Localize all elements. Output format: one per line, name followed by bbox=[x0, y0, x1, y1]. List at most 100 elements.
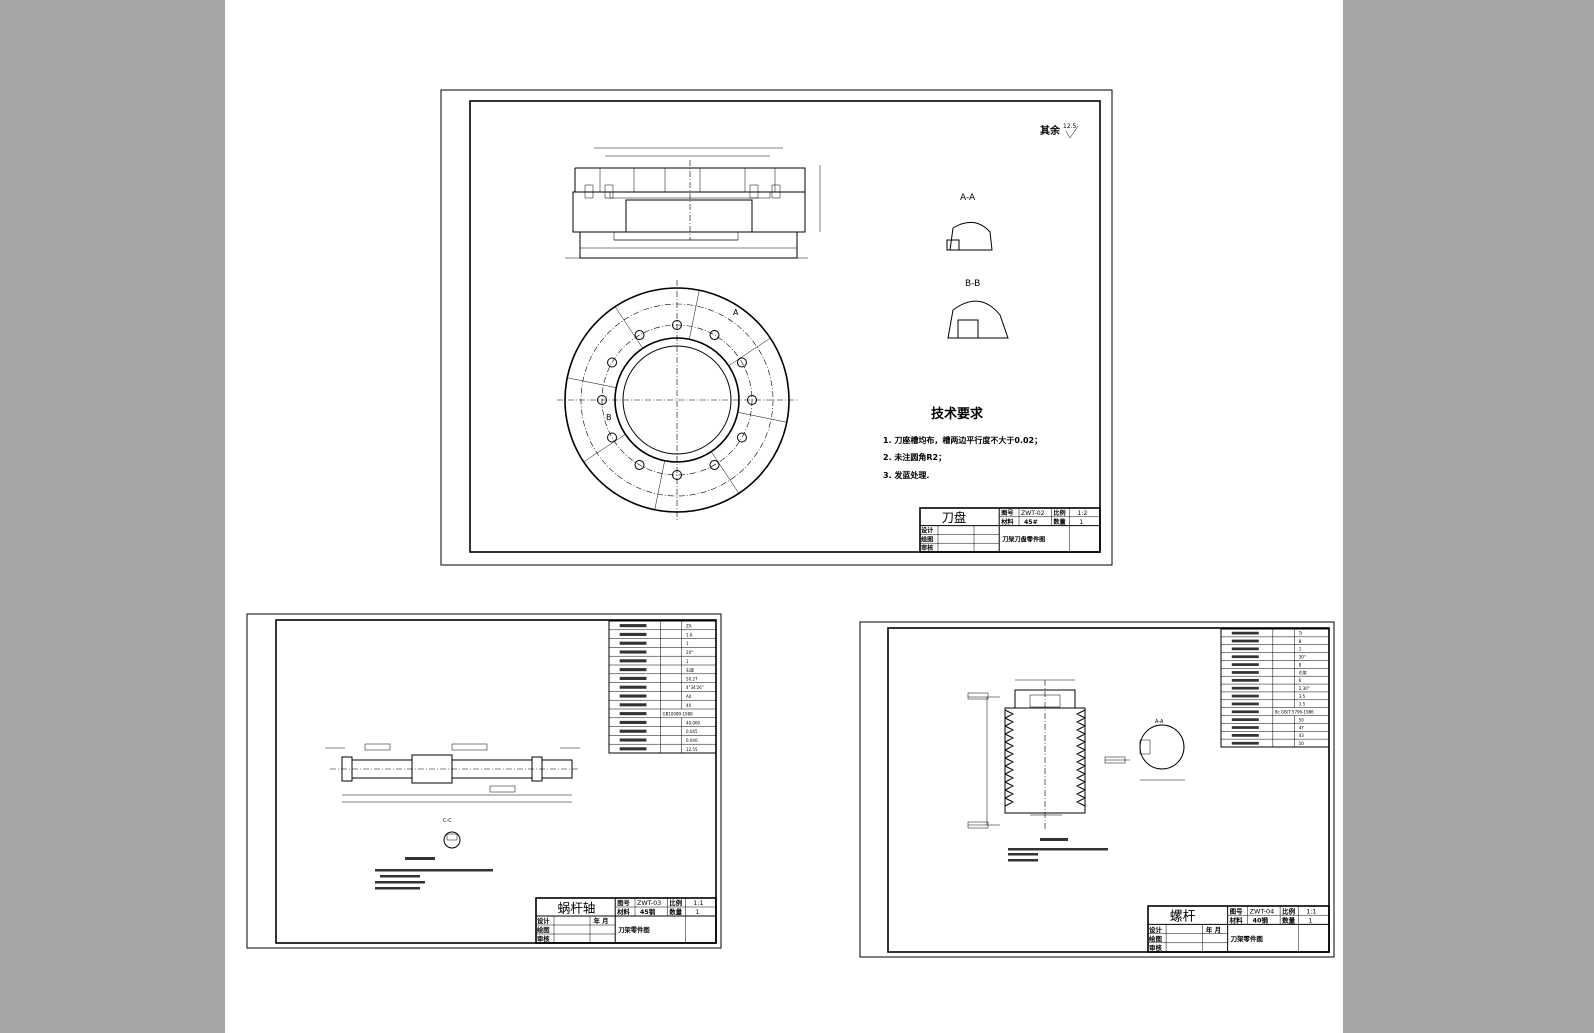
param-value: 8 bbox=[1299, 639, 1302, 644]
tech-item-3: 3. 发蓝处理. bbox=[883, 470, 929, 480]
qty-label: 数量 bbox=[669, 907, 682, 916]
drawing-title: 刀架零件图 bbox=[618, 925, 649, 934]
scale-label: 比例 bbox=[1282, 906, 1295, 915]
param-value: 50.27 bbox=[686, 676, 698, 681]
review-label: 审核 bbox=[1149, 943, 1162, 952]
param-value: ZA bbox=[686, 624, 692, 629]
section-b-shape bbox=[947, 300, 1009, 339]
section-a-shape-3 bbox=[1139, 724, 1185, 770]
section-c-label: C-C bbox=[443, 818, 452, 824]
material-label: 材料 bbox=[1229, 916, 1243, 925]
param-value: 0.045 bbox=[686, 729, 698, 734]
bolt-hole bbox=[709, 330, 720, 341]
view-label-b: B bbox=[606, 413, 612, 422]
draw-label: 绘图 bbox=[1149, 934, 1162, 943]
param-value: 1 bbox=[1299, 647, 1302, 652]
qty-label: 数量 bbox=[1282, 916, 1295, 925]
design-label: 设计 bbox=[921, 527, 934, 535]
param-value: 6 bbox=[1299, 678, 1302, 683]
drawing-no: ZWT-02 bbox=[1021, 510, 1045, 517]
param-value: 20° bbox=[686, 650, 693, 655]
material-value: 45钢 bbox=[640, 907, 655, 916]
tech-notes bbox=[1008, 838, 1108, 862]
design-label: 设计 bbox=[537, 916, 550, 925]
section-b-label: B-B bbox=[965, 279, 980, 289]
param-value: A0 bbox=[686, 694, 692, 699]
drawing-no: ZWT-04 bbox=[1250, 907, 1275, 915]
param-value: 30° bbox=[1299, 655, 1306, 660]
drawing-no-label: 图号 bbox=[617, 898, 630, 907]
bolt-hole bbox=[607, 432, 618, 443]
section-a-shape bbox=[949, 221, 993, 251]
bolt-hole bbox=[607, 357, 618, 368]
param-value: 2.30° bbox=[1299, 686, 1310, 691]
drawing-no-label: 图号 bbox=[1230, 906, 1243, 915]
material-value: 40钢 bbox=[1253, 916, 1269, 925]
param-value: 4°34'26" bbox=[686, 685, 704, 690]
bolt-hole bbox=[634, 330, 645, 341]
screw-view bbox=[967, 679, 1086, 830]
scale-label: 比例 bbox=[669, 898, 682, 907]
param-value: 8c GB/T 5796-1986 bbox=[1275, 710, 1314, 715]
bolt-hole bbox=[709, 459, 720, 470]
scale-value: 1:1 bbox=[693, 900, 703, 907]
param-value: 50 bbox=[1299, 717, 1305, 722]
scale-label: 比例 bbox=[1053, 509, 1065, 517]
tech-item-1: 1. 刀座槽均布，槽两边平行度不大于0.02； bbox=[883, 435, 1042, 446]
scale-value: 1:1 bbox=[1306, 907, 1316, 915]
design-label: 设计 bbox=[1149, 925, 1162, 934]
review-label: 审核 bbox=[921, 544, 934, 552]
drawing-title: 刀架零件图 bbox=[1231, 934, 1264, 943]
document-page bbox=[225, 0, 1343, 1033]
param-value: 47 bbox=[1299, 725, 1305, 730]
sheet-cutter-disc: 其余 12.5 AB A-A B-B 技术要求 1. 刀座槽均布，槽两边平行度不… bbox=[440, 89, 1113, 566]
view-label-a: A bbox=[733, 308, 739, 317]
drawing-title: 刀架刀盘零件图 bbox=[1002, 535, 1045, 543]
sheet-worm-shaft: ZA 1.6 1 20° 1 右旋 50.27 4°34'26" A0 40GB10089-198… bbox=[246, 613, 722, 949]
tech-notes bbox=[375, 857, 493, 890]
qty-value: 1 bbox=[1079, 519, 1083, 526]
param-value: 右旋 bbox=[686, 667, 694, 673]
tech-item-2: 2. 未注圆角R2； bbox=[883, 452, 946, 463]
param-value: 40.060 bbox=[686, 720, 700, 725]
tech-title: 技术要求 bbox=[931, 406, 984, 422]
screw-parameter-table: Tr 8 1 30° 8 右旋 6 2.30° 3.5 3.5 8c GB/T 5796-1986 5… bbox=[1220, 628, 1330, 748]
section-c-shape bbox=[443, 831, 461, 849]
roughness-icon bbox=[1065, 125, 1079, 139]
param-value: 3.5 bbox=[1299, 694, 1306, 699]
param-value: 12.55 bbox=[686, 747, 698, 752]
material-label: 材料 bbox=[1000, 518, 1014, 526]
draw-label: 绘图 bbox=[921, 535, 933, 543]
roughness-value: 12.5 bbox=[1063, 123, 1077, 130]
param-value: Tr bbox=[1298, 631, 1303, 636]
qty-value: 1 bbox=[695, 909, 699, 916]
surface-note: 其余 bbox=[1040, 124, 1061, 137]
param-value: 8 bbox=[1299, 662, 1302, 667]
param-value: 1.6 bbox=[686, 632, 693, 637]
part-name: 蜗杆轴 bbox=[558, 900, 596, 915]
qty-label: 数量 bbox=[1053, 518, 1065, 526]
param-value: GB10089-1988 bbox=[663, 712, 694, 717]
review-label: 审核 bbox=[537, 934, 550, 943]
param-value: 43 bbox=[1299, 733, 1305, 738]
scale-value: 1:2 bbox=[1077, 510, 1087, 517]
section-view bbox=[565, 147, 821, 259]
sheet-screw: Tr 8 1 30° 8 右旋 6 2.30° 3.5 3.5 8c GB/T 5796-1986 5… bbox=[859, 621, 1335, 958]
param-value: 40 bbox=[686, 703, 692, 708]
qty-value: 1 bbox=[1308, 917, 1312, 925]
shaft-view bbox=[325, 743, 580, 803]
section-a-label-3: A-A bbox=[1155, 719, 1164, 725]
param-value: 3.5 bbox=[1299, 702, 1306, 707]
worm-parameter-table: ZA1.6120°1右旋50.274°34'26"A040GB10089-198… bbox=[608, 620, 717, 754]
param-value: 1 bbox=[686, 659, 689, 664]
plan-view: AB bbox=[557, 280, 797, 520]
year-month-label: 年 月 bbox=[1206, 925, 1221, 934]
bolt-hole bbox=[736, 432, 747, 443]
year-month-label: 年 月 bbox=[594, 916, 609, 925]
param-value: 右旋 bbox=[1299, 669, 1307, 675]
drawing-no: ZWT-03 bbox=[637, 900, 661, 907]
material-label: 材料 bbox=[617, 907, 630, 916]
